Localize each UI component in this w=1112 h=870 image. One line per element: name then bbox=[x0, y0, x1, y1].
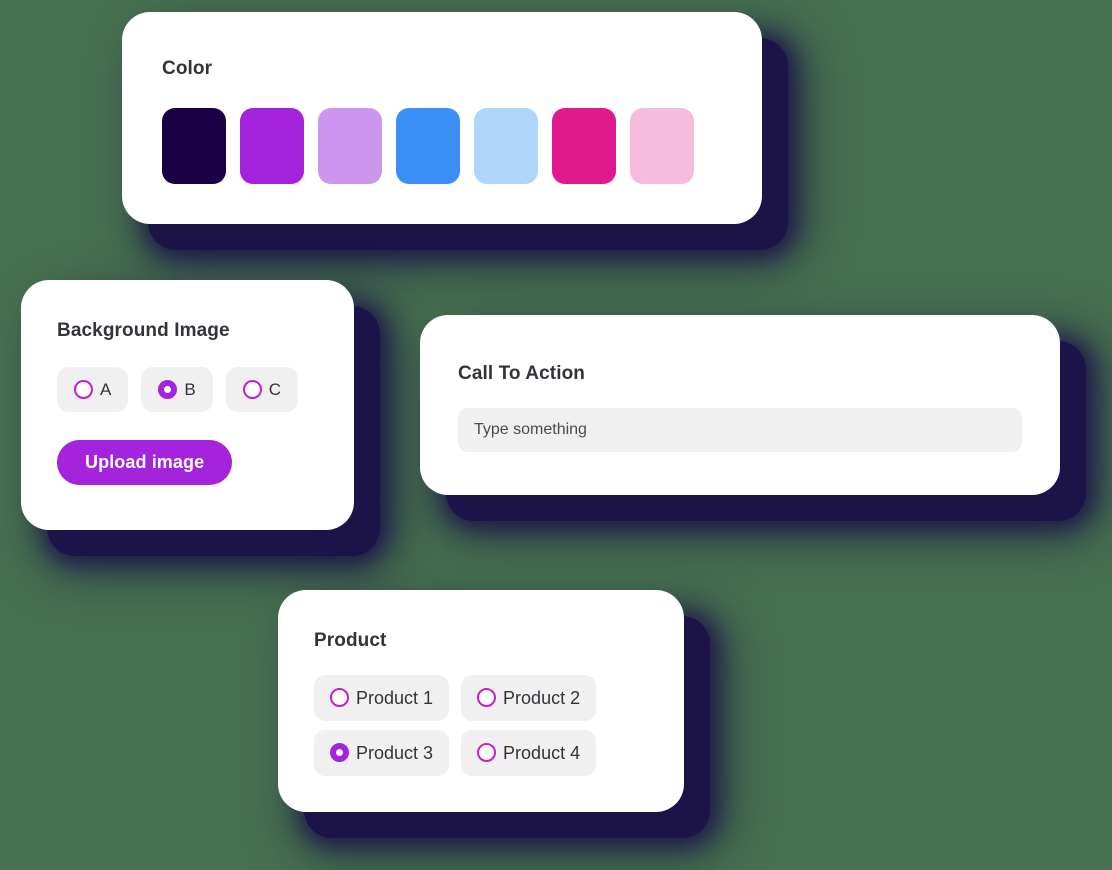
product-option-4[interactable]: Product 4 bbox=[461, 729, 597, 776]
swatch-light-blue[interactable] bbox=[474, 107, 538, 184]
swatch-light-purple[interactable] bbox=[318, 107, 382, 184]
swatch-light-pink[interactable] bbox=[630, 107, 694, 184]
background-image-card: Background Image A B C Upload image bbox=[21, 280, 354, 530]
background-image-option-3[interactable]: C bbox=[225, 366, 298, 412]
background-image-option-label: C bbox=[268, 379, 281, 399]
radio-unchecked-icon[interactable] bbox=[74, 379, 93, 399]
swatch-purple[interactable] bbox=[240, 107, 304, 184]
background-image-card-title: Background Image bbox=[57, 320, 230, 341]
background-image-option-label: B bbox=[184, 379, 196, 399]
product-option-label: Product 2 bbox=[503, 687, 581, 708]
radio-unchecked-icon[interactable] bbox=[477, 743, 497, 763]
swatch-blue[interactable] bbox=[396, 107, 460, 184]
product-option-2[interactable]: Product 2 bbox=[461, 674, 597, 721]
color-swatch-row bbox=[162, 107, 722, 184]
radio-unchecked-icon[interactable] bbox=[477, 688, 497, 708]
background-image-radio-group: A B C bbox=[57, 366, 354, 412]
background-image-option-label: A bbox=[100, 379, 112, 399]
product-option-label: Product 1 bbox=[356, 687, 434, 708]
radio-unchecked-icon[interactable] bbox=[242, 379, 262, 399]
product-card-title: Product bbox=[314, 630, 387, 651]
radio-checked-icon[interactable] bbox=[330, 743, 349, 763]
color-card-title: Color bbox=[162, 58, 213, 79]
color-card: Color bbox=[122, 12, 762, 224]
product-option-1[interactable]: Product 1 bbox=[314, 674, 450, 721]
call-to-action-input[interactable] bbox=[458, 407, 1022, 452]
radio-unchecked-icon[interactable] bbox=[330, 688, 349, 708]
upload-image-button[interactable]: Upload image bbox=[57, 439, 233, 485]
product-option-label: Product 4 bbox=[503, 742, 581, 763]
call-to-action-card-title: Call To Action bbox=[458, 363, 586, 384]
radio-checked-icon[interactable] bbox=[158, 379, 178, 399]
product-option-label: Product 3 bbox=[356, 742, 434, 763]
product-radio-group: Product 1 Product 2 Product 3 Product 4 bbox=[314, 674, 684, 776]
call-to-action-card: Call To Action bbox=[420, 315, 1060, 495]
swatch-dark-indigo[interactable] bbox=[162, 107, 226, 184]
background-image-option-2[interactable]: B bbox=[141, 366, 213, 412]
product-option-3[interactable]: Product 3 bbox=[314, 729, 450, 776]
swatch-magenta[interactable] bbox=[552, 107, 616, 184]
background-image-option-1[interactable]: A bbox=[57, 366, 129, 412]
